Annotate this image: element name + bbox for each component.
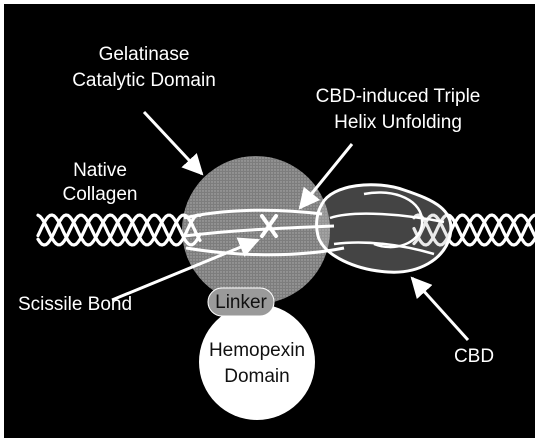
catalytic-label-2: Catalytic Domain — [72, 70, 216, 91]
hemopexin-label-2: Domain — [224, 366, 289, 387]
cbd-domain — [317, 185, 451, 272]
linker-label: Linker — [215, 292, 267, 313]
mmp-collagen-diagram: Gelatinase Catalytic Domain CBD-induced … — [4, 4, 541, 444]
collagen-label-2: Collagen — [63, 184, 138, 205]
collagen-label-1: Native — [73, 160, 127, 181]
hemopexin-domain — [199, 304, 315, 420]
diagram-frame: Gelatinase Catalytic Domain CBD-induced … — [2, 2, 537, 440]
unfolding-label-2: Helix Unfolding — [334, 112, 462, 133]
scissile-label: Scissile Bond — [18, 294, 132, 315]
cbd-arrow — [412, 278, 468, 340]
catalytic-arrow — [144, 112, 202, 174]
catalytic-label-1: Gelatinase — [99, 44, 190, 65]
cbd-label: CBD — [454, 346, 494, 367]
unfolding-label-1: CBD-induced Triple — [316, 86, 481, 107]
hemopexin-label-1: Hemopexin — [209, 340, 305, 361]
